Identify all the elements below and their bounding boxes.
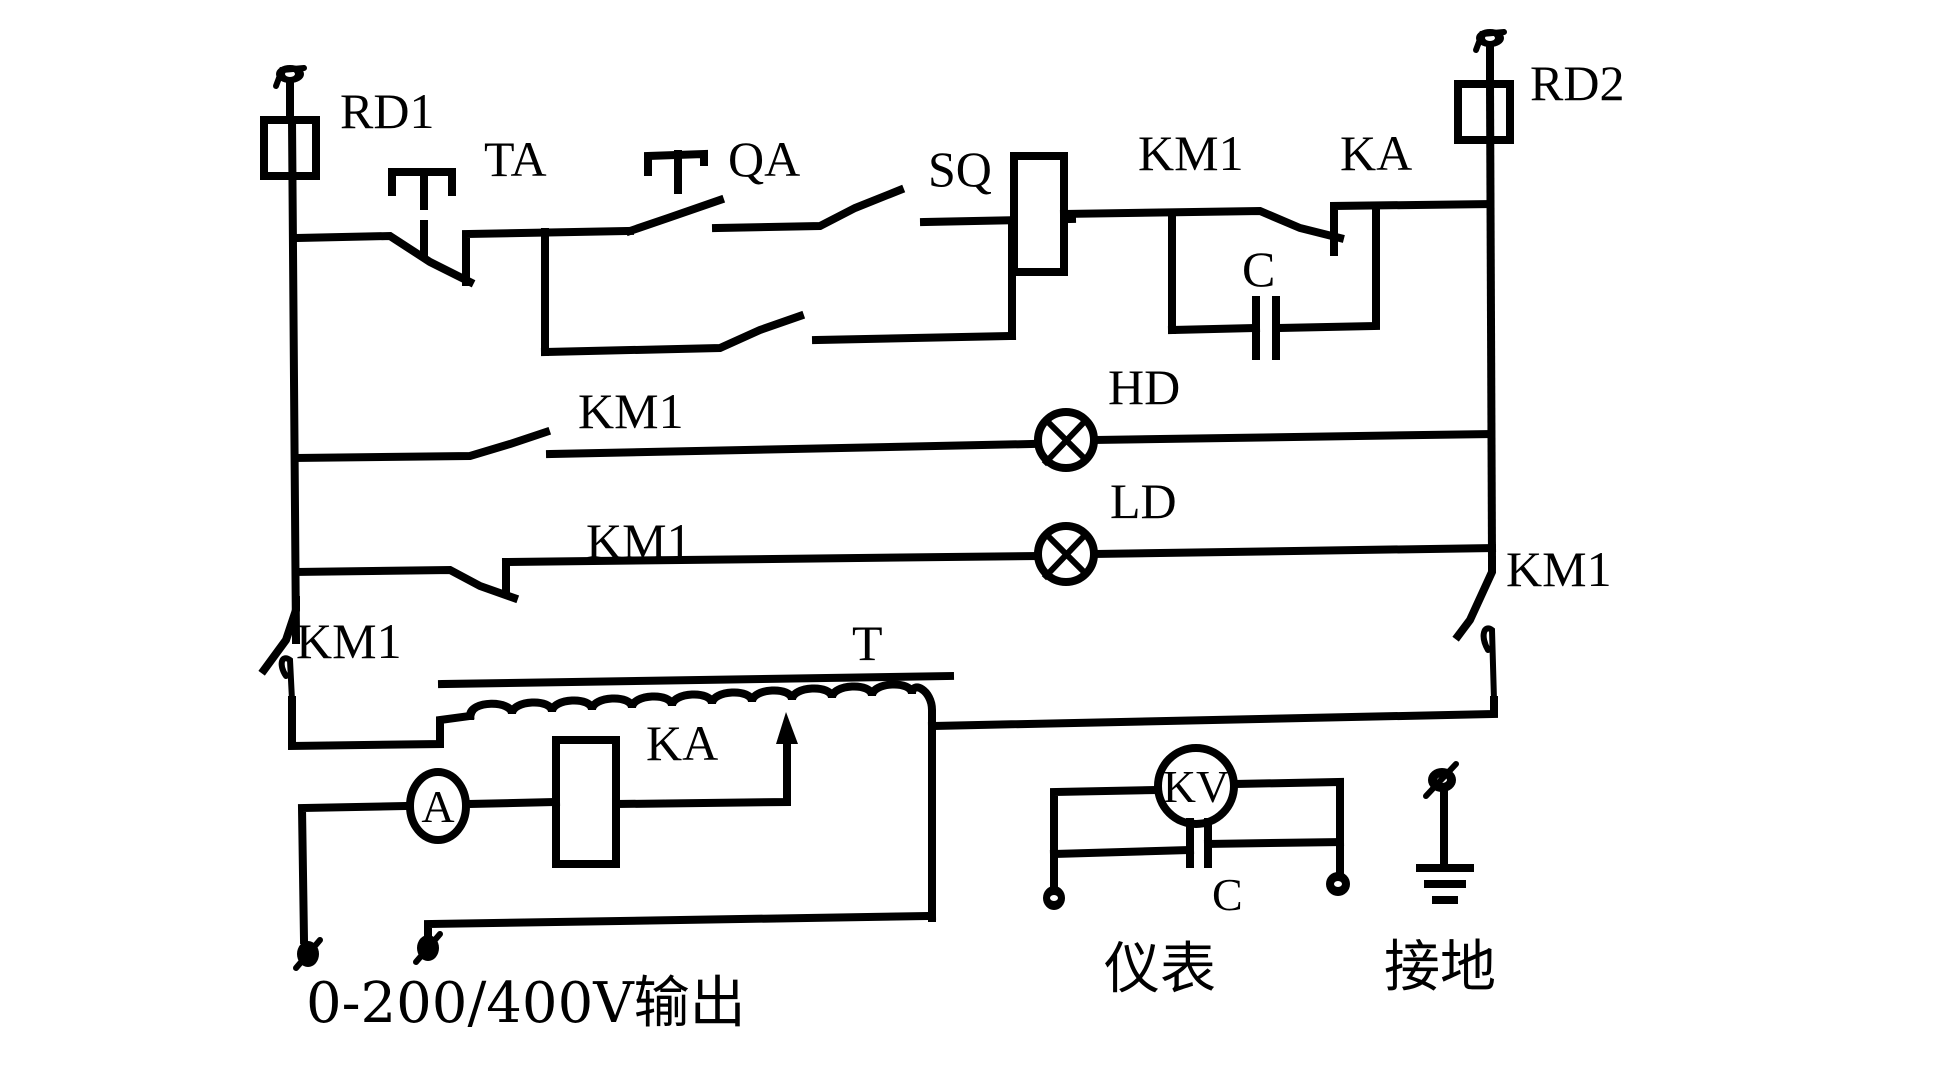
wire-kv-left: [1050, 785, 1163, 890]
wire-ammeter-coil: [463, 797, 561, 809]
label-t: T: [852, 615, 883, 671]
km1-left-hook: [278, 655, 295, 703]
right-supply-terminal: [1473, 29, 1507, 53]
wire-after-ta: [462, 226, 635, 286]
wire-ammeter-left: [297, 801, 413, 945]
caption-output: 0-200/400V输出: [306, 971, 746, 1036]
lamp-hd: [1034, 408, 1098, 472]
label-km1-hd: KM1: [578, 383, 684, 439]
wire-cap-left: [1049, 845, 1195, 859]
label-ta: TA: [484, 131, 547, 187]
wire-hd-mid: [545, 439, 1037, 459]
wire-cap-bottom-left: [1167, 323, 1261, 335]
wire-qa-sq: [711, 184, 906, 233]
ka-contact-top: [1330, 199, 1495, 256]
transformer-winding: [465, 680, 936, 922]
stop-button-ta: [388, 168, 456, 260]
left-bus: [287, 115, 301, 645]
wire-cap-right: [1203, 837, 1345, 849]
wire-rung1-left: [291, 231, 476, 288]
label-c-top: C: [1242, 241, 1275, 297]
transformer-tap-arrow: [615, 712, 798, 809]
wire-ld-right: [1091, 543, 1497, 559]
ground-terminal: [1423, 761, 1459, 799]
label-rd2: RD2: [1530, 55, 1624, 111]
output-terminal-2: [413, 931, 443, 965]
fuse-rd2: [1454, 80, 1514, 144]
label-ld: LD: [1110, 473, 1177, 529]
label-ka-top: KA: [1340, 125, 1412, 181]
km1-right-contact: [1452, 556, 1496, 642]
ammeter-label: A: [421, 781, 454, 832]
caption-ground: 接地: [1384, 935, 1496, 1000]
label-km1-right: KM1: [1506, 541, 1612, 597]
meter-terminal-left: [1043, 886, 1065, 910]
capacitor-top: [1252, 296, 1280, 360]
caption-meter: 仪表: [1104, 937, 1216, 1002]
wire-to-transformer: [288, 696, 475, 751]
wire-transformer-right: [927, 696, 1498, 731]
wire-kv-right: [1229, 777, 1344, 880]
wire-cap-bottom-right: [1273, 206, 1380, 333]
wire-output-return: [424, 911, 937, 938]
label-sq: SQ: [928, 141, 992, 197]
wire-ld-left: [291, 565, 520, 604]
label-rd1: RD1: [340, 83, 434, 139]
ammeter: A: [406, 768, 470, 844]
relay-coil-ka: [552, 736, 620, 868]
km1-left-contact: [258, 596, 300, 676]
wire-seal-bottom: [540, 310, 806, 357]
right-bus: [1485, 79, 1497, 565]
wire-coil-ka: [1059, 206, 1345, 243]
km1-right-hook: [1480, 625, 1497, 703]
wire-hd-right: [1091, 429, 1495, 445]
label-ka-coil: KA: [646, 715, 718, 771]
wire-ld-mid: [501, 551, 1041, 567]
contactor-coil-km1: [1010, 152, 1068, 276]
label-qa: QA: [728, 131, 800, 187]
lamp-ld: [1034, 522, 1098, 586]
start-button-qa: [644, 149, 708, 194]
wire-seal-return: [811, 331, 1017, 345]
kilovoltmeter: KV: [1154, 744, 1238, 828]
kv-label: KV: [1163, 761, 1229, 812]
qa-contact-blade: [624, 194, 726, 237]
capacitor-bottom: [1186, 818, 1212, 868]
meter-terminal-right: [1326, 872, 1350, 896]
label-c-bottom: C: [1212, 869, 1243, 920]
label-km1-left: KM1: [296, 613, 402, 669]
ground-icon: [1416, 786, 1474, 904]
left-supply-terminal: [273, 65, 307, 89]
label-km1-coil: KM1: [1138, 125, 1244, 181]
output-terminal-1: [293, 937, 323, 971]
transformer-core: [437, 671, 955, 689]
label-hd: HD: [1108, 359, 1180, 415]
wire-hd-left: [291, 426, 552, 463]
